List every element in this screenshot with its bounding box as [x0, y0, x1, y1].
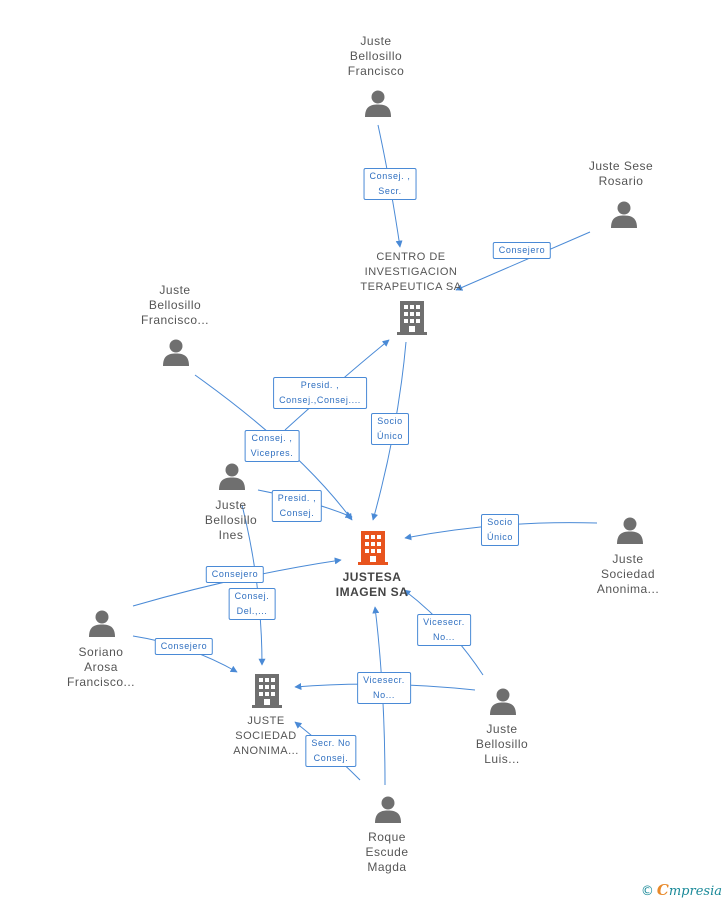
node-label-centro-investigacion[interactable]: CENTRO DE INVESTIGACION TERAPEUTICA SA	[360, 251, 462, 293]
node-label-juste-bellosillo-francisco-2[interactable]: Juste Bellosillo Francisco...	[140, 283, 210, 327]
edge-label-e10[interactable]: Consejero	[154, 638, 214, 655]
node-label-juste-sociedad-anonima-company[interactable]: JUSTE SOCIEDAD ANONIMA...	[233, 715, 299, 757]
node-label-justesa-imagen[interactable]: JUSTESA IMAGEN SA	[335, 570, 409, 599]
edge-label-e1[interactable]: Consej. , Secr.	[363, 168, 417, 200]
edge-line-e2	[455, 231, 591, 291]
brand-logo-initial: C	[656, 881, 669, 899]
node-label-juste-bellosillo-francisco[interactable]: Juste Bellosillo Francisco	[347, 34, 405, 78]
edge-label-e4[interactable]: Socio Único	[370, 413, 410, 445]
edge-label-e2[interactable]: Consejero	[492, 242, 552, 259]
building-icon	[397, 301, 427, 335]
main-building-icon	[358, 531, 388, 565]
edge-label-e5[interactable]: Consej. , Vicepres.	[244, 430, 300, 462]
person-icon	[89, 610, 115, 637]
person-icon	[365, 90, 391, 117]
edge-label-e6[interactable]: Presid. , Consej.	[271, 490, 323, 522]
edge-label-e12[interactable]: Vicesecr. No...	[357, 672, 411, 704]
edge-line-e9	[241, 504, 266, 666]
node-label-juste-sese-rosario[interactable]: Juste Sese Rosario	[588, 159, 654, 188]
node-label-juste-bellosillo-luis[interactable]: Juste Bellosillo Luis...	[475, 722, 529, 766]
edge-label-e7[interactable]: Socio Único	[480, 514, 520, 546]
edge-label-e13[interactable]: Secr. No Consej.	[305, 735, 357, 767]
person-icon	[617, 517, 643, 544]
edge-label-e11[interactable]: Vicesecr. No...	[417, 614, 471, 646]
node-label-juste-bellosillo-ines[interactable]: Juste Bellosillo Ines	[204, 498, 258, 542]
building-icon	[252, 674, 282, 708]
person-icon	[375, 796, 401, 823]
brand-logo-text: mpresia	[668, 884, 722, 899]
node-label-roque-escude[interactable]: Roque Escude Magda	[365, 830, 409, 874]
person-icon	[490, 688, 516, 715]
copyright-symbol: ©	[640, 884, 654, 899]
person-icon	[611, 201, 637, 228]
edge-label-e3[interactable]: Presid. , Consej.,Consej....	[273, 377, 367, 409]
node-label-juste-sociedad-anonima-right[interactable]: Juste Sociedad Anonima...	[596, 552, 660, 596]
edge-label-e9[interactable]: Consej. Del.,...	[228, 588, 276, 620]
brand-footer[interactable]: ©Cmpresia	[641, 881, 722, 899]
person-icon	[163, 339, 189, 366]
node-label-soriano-arosa[interactable]: Soriano Arosa Francisco...	[66, 645, 136, 689]
edge-label-e8[interactable]: Consejero	[205, 566, 265, 583]
person-icon	[219, 463, 245, 490]
